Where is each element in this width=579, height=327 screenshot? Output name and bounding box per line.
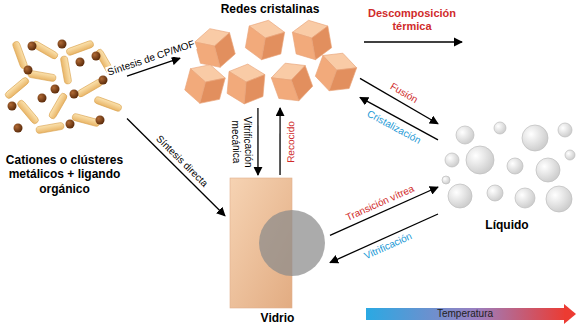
ligand-rods	[4, 40, 122, 134]
edge-label: Fusión	[387, 80, 420, 106]
process-arrow	[279, 108, 280, 175]
ligand-rods-part	[36, 122, 65, 134]
metal-cations-part	[38, 94, 47, 103]
ligand-rods-part	[94, 96, 123, 112]
liquid-bubbles-part	[522, 125, 548, 151]
metal-cations	[8, 40, 108, 133]
metal-cations-part	[70, 90, 79, 99]
crystal-cubes-part	[192, 24, 237, 72]
metal-cations-part	[8, 102, 17, 111]
reactants-node: Cationes o clústeres metálicos + ligando…	[2, 40, 127, 197]
ligand-rods-part	[12, 41, 28, 70]
crystal-cubes-part	[268, 57, 316, 107]
decomposition-arrow-part	[364, 41, 462, 42]
ligand-rods-part	[66, 40, 95, 56]
edge-label: Vitrificación mecánica	[230, 109, 253, 173]
liquid-bubbles-part	[456, 126, 474, 144]
metal-cations-part	[58, 40, 67, 49]
edge-label: Síntesis de CP/MOF	[105, 38, 197, 79]
ligand-rods-part	[48, 92, 68, 120]
liquid-bubbles-part	[546, 186, 572, 212]
crystal-cubes-part	[226, 63, 265, 106]
temperature-bar-part	[366, 308, 566, 320]
liquid-bubbles-part	[442, 176, 450, 184]
metal-cations-part	[66, 120, 75, 129]
glass-node: Vidrio	[225, 175, 330, 326]
temperature-bar	[366, 304, 576, 324]
node-caption: Cationes o clústeres metálicos + ligando…	[4, 153, 125, 196]
metal-cations-part	[51, 85, 60, 94]
metal-cations-part	[24, 66, 33, 75]
crystal-cubes-part	[182, 60, 227, 108]
liquid-bubbles	[442, 122, 575, 212]
metal-cations-part	[96, 116, 105, 125]
edge-label: Recocido	[285, 120, 297, 164]
metal-cations-part	[28, 42, 37, 51]
ligand-rods-part	[4, 76, 30, 99]
ligand-rods-part	[16, 99, 39, 125]
liquid-node: Líquido	[438, 118, 576, 233]
ligand-rods-part	[60, 56, 72, 85]
node-caption: Líquido	[485, 218, 528, 232]
liquid-bubbles-part	[466, 146, 494, 174]
process-arrow	[127, 119, 225, 216]
node-caption: Vidrio	[261, 311, 295, 325]
group-title: Redes cristalinas	[221, 2, 320, 16]
liquid-bubbles-part	[487, 185, 503, 201]
metal-cations-part	[92, 52, 101, 61]
metal-cations-part	[14, 124, 23, 133]
liquid-bubbles-part	[445, 153, 459, 167]
liquid-bubbles-part	[536, 158, 560, 182]
process-arrow	[257, 108, 258, 175]
liquid-bubbles-part	[515, 188, 535, 208]
liquid-bubbles-part	[448, 184, 472, 208]
metal-cations-part	[99, 76, 108, 85]
node-caption: Temperatura	[437, 308, 493, 320]
metal-cations-part	[76, 58, 85, 67]
liquid-bubbles-part	[558, 123, 572, 137]
liquid-bubbles-part	[565, 150, 575, 160]
crystal-cubes-part	[244, 17, 286, 63]
temperature-node: Temperatura	[366, 307, 564, 321]
edge-label: Transición vítrea	[343, 182, 417, 223]
edge-label: Síntesis directa	[153, 132, 211, 190]
decomposition-arrow	[364, 42, 462, 43]
edge-label: Vitrificación	[361, 230, 414, 262]
liquid-bubbles-part	[507, 158, 523, 174]
liquid-bubbles-part	[494, 122, 506, 134]
glass-block-part	[259, 210, 325, 276]
glass-block	[230, 178, 325, 308]
crystal-cubes-part	[312, 47, 360, 97]
crystal-node: Redes cristalinas	[180, 2, 360, 108]
crystal-cubes	[182, 17, 359, 108]
process-label: Descomposición térmica	[359, 7, 465, 32]
temperature-bar-part	[564, 304, 576, 324]
